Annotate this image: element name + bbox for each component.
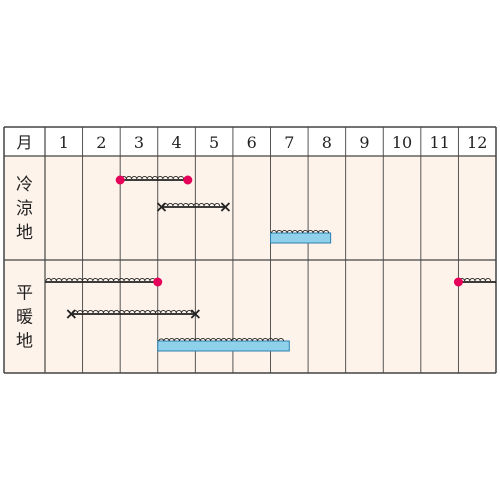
region-label-char: 涼 bbox=[16, 199, 33, 219]
month-tick-label: 2 bbox=[96, 133, 106, 152]
planting-period bbox=[66, 309, 200, 319]
seedling-arcs bbox=[158, 338, 284, 342]
sowing-dot-marker bbox=[453, 277, 463, 287]
seedling-arcs bbox=[45, 278, 156, 282]
harvest-bar bbox=[157, 340, 290, 352]
month-tick-label: 4 bbox=[171, 133, 181, 152]
region-label-char: 地 bbox=[16, 223, 33, 243]
seedling-arcs bbox=[271, 230, 330, 234]
chart-background bbox=[4, 127, 496, 373]
harvest-bar bbox=[270, 232, 332, 244]
planting-cross-marker bbox=[190, 309, 200, 319]
month-tick-label: 5 bbox=[209, 133, 219, 152]
month-tick-label: 7 bbox=[284, 133, 294, 152]
sowing-dot-marker bbox=[183, 175, 193, 185]
month-tick-label: 1 bbox=[59, 133, 69, 152]
region-label-char: 暖 bbox=[16, 308, 33, 328]
planting-period bbox=[156, 202, 231, 212]
month-tick-label: 12 bbox=[467, 133, 487, 152]
month-tick-label: 10 bbox=[392, 133, 412, 152]
harvest-period bbox=[157, 338, 290, 352]
region-label-char: 冷 bbox=[16, 175, 33, 195]
region-label-char: 地 bbox=[16, 332, 33, 352]
chart-marks bbox=[45, 175, 496, 352]
month-tick-label: 6 bbox=[247, 133, 257, 152]
grid bbox=[3, 126, 497, 374]
header-month-label: 月 bbox=[16, 133, 32, 152]
month-tick-label: 8 bbox=[322, 133, 332, 152]
seedling-arcs bbox=[458, 278, 492, 282]
seedling-arcs bbox=[120, 176, 185, 180]
sowing-period bbox=[115, 175, 193, 185]
sowing-period bbox=[45, 277, 163, 287]
month-tick-label: 11 bbox=[429, 133, 449, 152]
region-label-char: 平 bbox=[16, 284, 33, 304]
sowing-dot-marker bbox=[115, 175, 125, 185]
planting-cross-marker bbox=[220, 202, 231, 212]
month-tick-label: 9 bbox=[359, 133, 369, 152]
planting-cross-marker bbox=[156, 202, 167, 212]
sowing-period bbox=[453, 277, 496, 287]
planting-cross-marker bbox=[66, 309, 76, 319]
month-tick-label: 3 bbox=[134, 133, 144, 152]
header-background bbox=[4, 127, 496, 156]
harvest-period bbox=[270, 230, 332, 244]
sowing-dot-marker bbox=[153, 277, 163, 287]
